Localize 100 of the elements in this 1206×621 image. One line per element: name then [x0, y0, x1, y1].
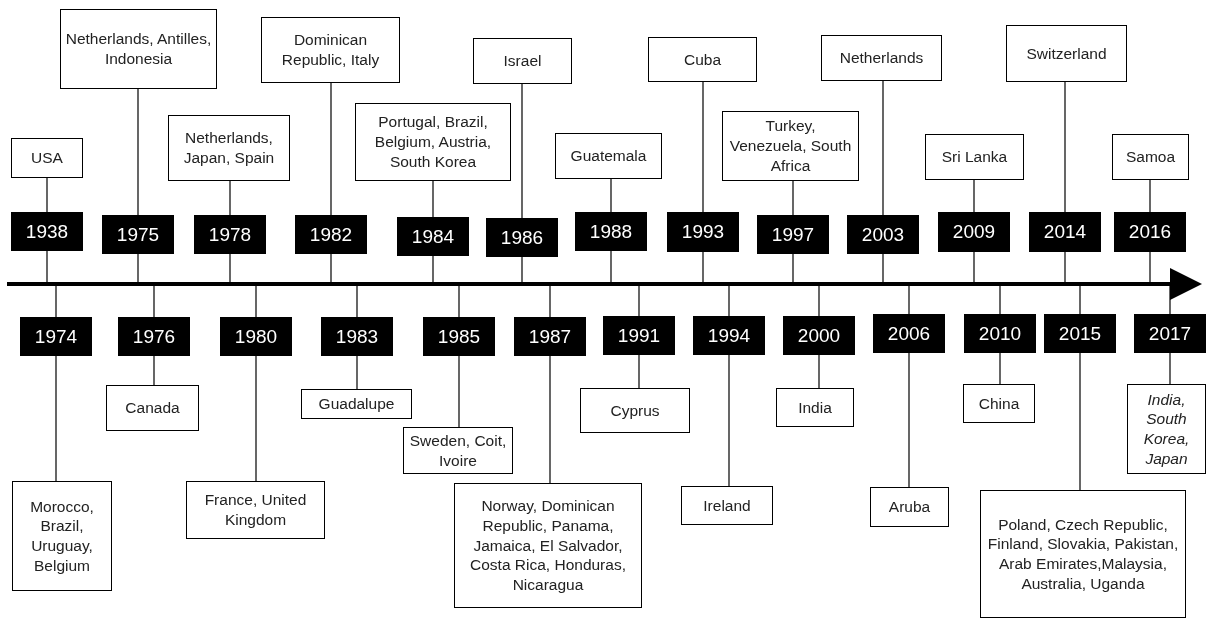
year-marker: 1988	[575, 212, 647, 251]
connector-line	[330, 253, 332, 283]
year-marker: 1991	[603, 316, 675, 355]
connector-line	[432, 180, 434, 218]
connector-line	[1079, 285, 1081, 315]
country-callout: Canada	[106, 385, 199, 431]
connector-line	[1169, 352, 1171, 385]
country-callout: Sweden, Coit, Ivoire	[403, 427, 513, 474]
year-marker: 1993	[667, 212, 739, 252]
connector-line	[46, 250, 48, 283]
year-marker: 1985	[423, 317, 495, 356]
connector-line	[255, 285, 257, 318]
year-marker: 1976	[118, 317, 190, 356]
connector-line	[610, 250, 612, 283]
connector-line	[1149, 251, 1151, 283]
connector-line	[458, 285, 460, 318]
year-marker: 1984	[397, 217, 469, 256]
connector-line	[1079, 352, 1081, 491]
connector-line	[999, 352, 1001, 385]
year-marker: 1994	[693, 316, 765, 355]
connector-line	[432, 255, 434, 283]
connector-line	[728, 285, 730, 317]
connector-line	[792, 253, 794, 283]
connector-line	[521, 83, 523, 219]
connector-line	[702, 81, 704, 213]
year-marker: 1983	[321, 317, 393, 356]
year-marker: 1974	[20, 317, 92, 356]
connector-line	[1149, 179, 1151, 213]
connector-line	[153, 285, 155, 318]
connector-line	[728, 354, 730, 487]
year-marker: 2000	[783, 316, 855, 355]
connector-line	[55, 355, 57, 482]
country-callout: Portugal, Brazil, Belgium, Austria, South Korea	[355, 103, 511, 181]
connector-line	[882, 253, 884, 283]
connector-line	[153, 355, 155, 386]
country-callout: Dominican Republic, Italy	[261, 17, 400, 83]
year-marker: 1997	[757, 215, 829, 254]
country-callout: Netherlands, Japan, Spain	[168, 115, 290, 181]
connector-line	[356, 285, 358, 318]
connector-line	[908, 352, 910, 488]
connector-line	[702, 251, 704, 283]
country-callout: Samoa	[1112, 134, 1189, 180]
year-marker: 1978	[194, 215, 266, 254]
connector-line	[1064, 251, 1066, 283]
year-marker: 2014	[1029, 212, 1101, 252]
connector-line	[973, 179, 975, 213]
connector-line	[999, 285, 1001, 315]
year-marker: 1938	[11, 212, 83, 251]
country-callout: Netherlands	[821, 35, 942, 81]
year-marker: 1980	[220, 317, 292, 356]
country-callout: Switzerland	[1006, 25, 1127, 82]
connector-line	[46, 177, 48, 213]
country-callout: Netherlands, Antilles, Indonesia	[60, 9, 217, 89]
country-callout: India	[776, 388, 854, 427]
year-marker: 2015	[1044, 314, 1116, 353]
country-callout: Sri Lanka	[925, 134, 1024, 180]
year-marker: 2003	[847, 215, 919, 254]
connector-line	[973, 251, 975, 283]
country-callout: China	[963, 384, 1035, 423]
connector-line	[55, 285, 57, 318]
connector-line	[137, 88, 139, 216]
country-callout: Guatemala	[555, 133, 662, 179]
connector-line	[255, 355, 257, 482]
connector-line	[638, 285, 640, 317]
connector-line	[229, 253, 231, 283]
connector-line	[137, 253, 139, 283]
country-callout: India, South Korea, Japan	[1127, 384, 1206, 474]
year-marker: 1982	[295, 215, 367, 254]
year-marker: 1986	[486, 218, 558, 257]
country-callout: Aruba	[870, 487, 949, 527]
year-marker: 1975	[102, 215, 174, 254]
connector-line	[330, 82, 332, 216]
country-callout: Poland, Czech Republic, Finland, Slovakia, Pakistan, Arab Emirates,Malaysia, Australia, Uganda	[980, 490, 1186, 618]
country-callout: Israel	[473, 38, 572, 84]
country-callout: USA	[11, 138, 83, 178]
connector-line	[549, 355, 551, 484]
connector-line	[229, 180, 231, 216]
country-callout: Cuba	[648, 37, 757, 82]
connector-line	[638, 354, 640, 389]
country-callout: Turkey, Venezuela, South Africa	[722, 111, 859, 181]
country-callout: Cyprus	[580, 388, 690, 433]
connector-line	[610, 178, 612, 213]
connector-line	[818, 285, 820, 317]
country-callout: Norway, Dominican Republic, Panama, Jamaica, El Salvador, Costa Rica, Honduras, Nicaragua	[454, 483, 642, 608]
connector-line	[1064, 81, 1066, 213]
connector-line	[908, 285, 910, 315]
connector-line	[818, 354, 820, 389]
country-callout: France, United Kingdom	[186, 481, 325, 539]
connector-line	[549, 285, 551, 318]
connector-line	[1169, 285, 1171, 315]
connector-line	[458, 355, 460, 428]
connector-line	[792, 180, 794, 216]
country-callout: Ireland	[681, 486, 773, 525]
country-callout: Guadalupe	[301, 389, 412, 419]
connector-line	[882, 80, 884, 216]
year-marker: 2006	[873, 314, 945, 353]
year-marker: 2010	[964, 314, 1036, 353]
connector-line	[521, 256, 523, 283]
year-marker: 2009	[938, 212, 1010, 252]
year-marker: 2017	[1134, 314, 1206, 353]
